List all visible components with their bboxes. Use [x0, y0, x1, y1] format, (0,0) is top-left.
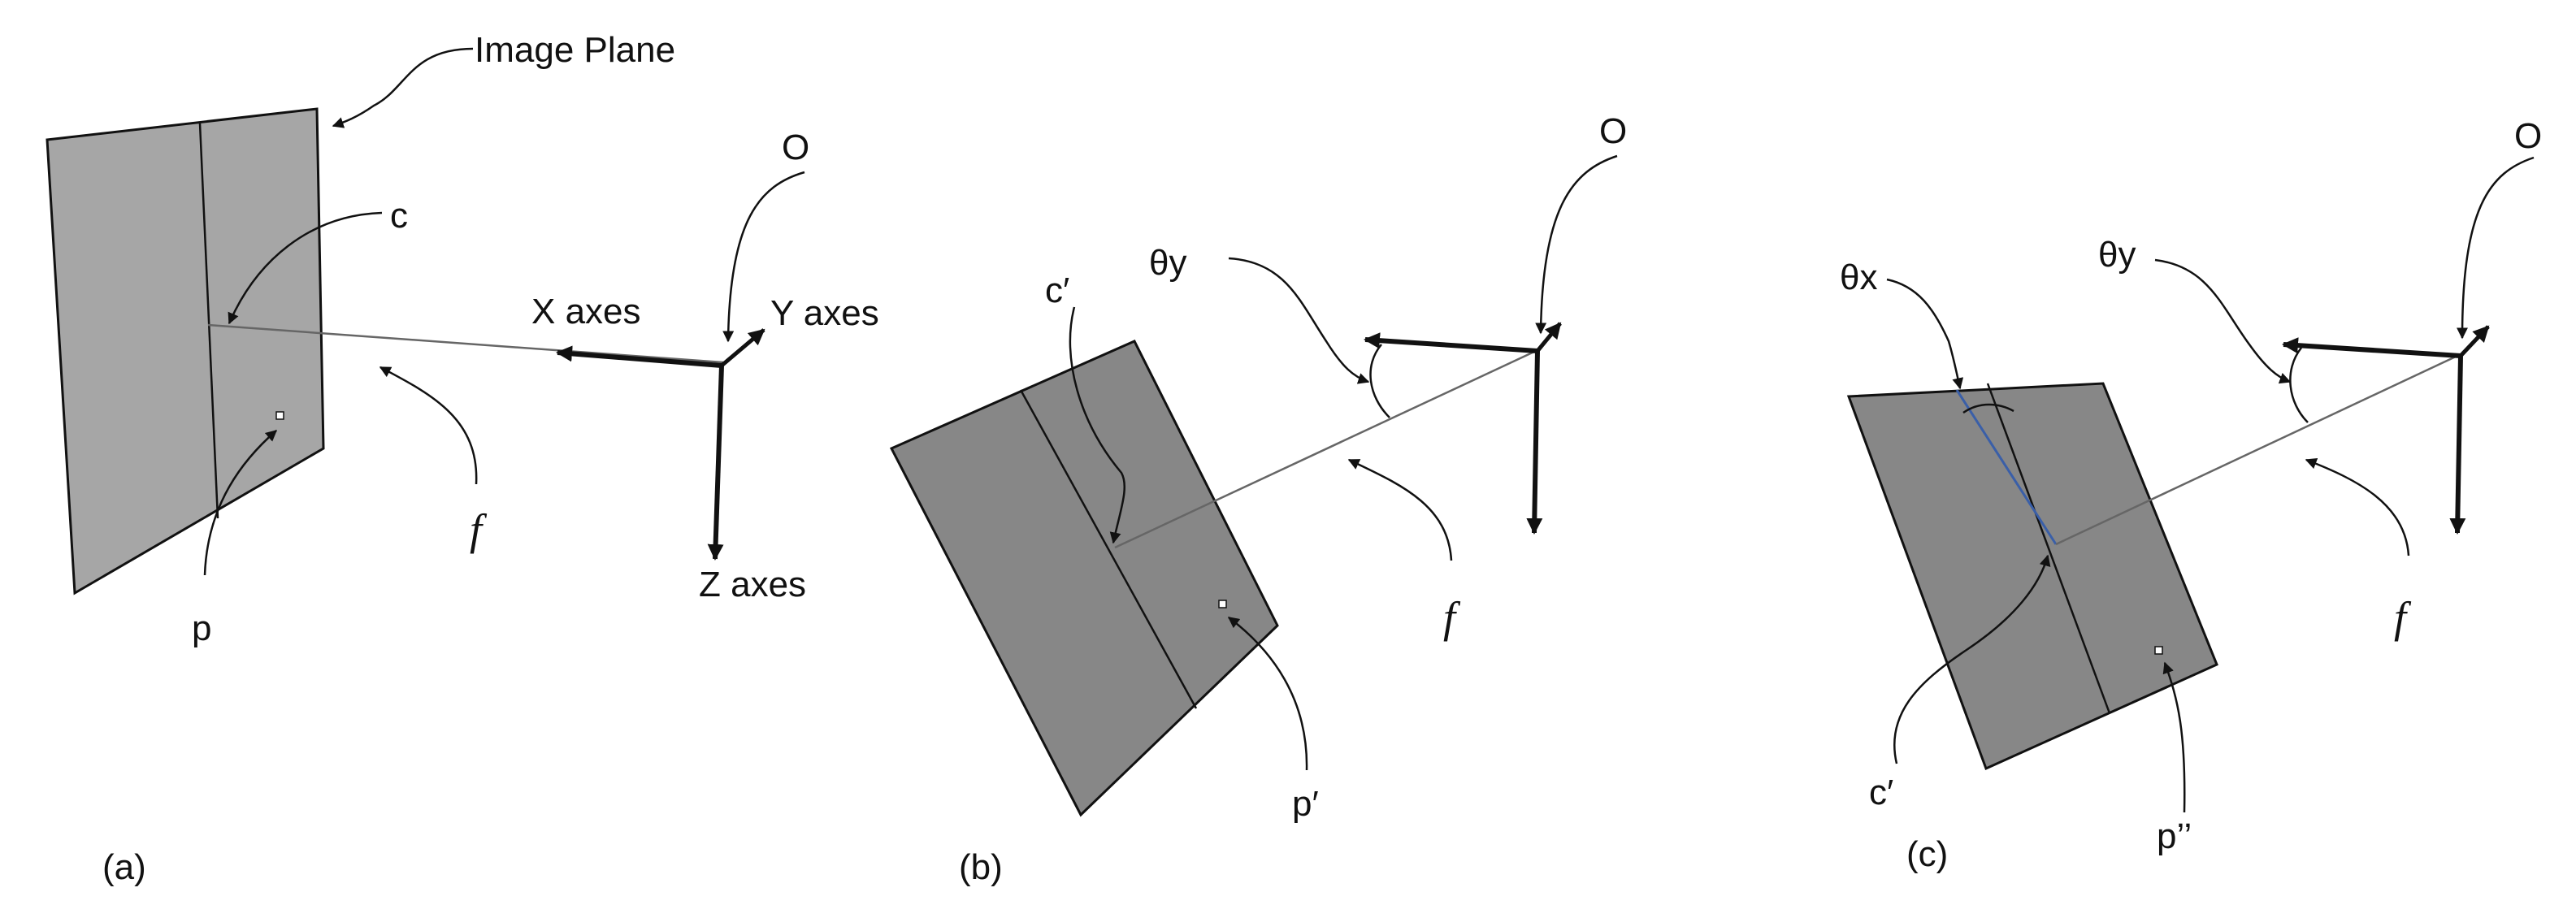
- angle-x-arc: [1962, 403, 2014, 414]
- x-axis-label: X axes: [531, 292, 641, 331]
- image-plane-callout: [332, 47, 474, 128]
- image-plane: [889, 340, 1279, 817]
- pixel-point-p-double-prime: [2154, 646, 2163, 655]
- origin-callout: [1535, 154, 1618, 335]
- focal-length-label: f: [2394, 593, 2412, 642]
- focal-callout: [1347, 458, 1453, 561]
- angle-y-callout: [1228, 257, 1370, 384]
- panel-c-label: (c): [1906, 834, 1948, 874]
- origin-label: O: [2514, 116, 2542, 156]
- angle-y-label: θy: [2098, 235, 2136, 275]
- point-p-double-prime-callout: [2162, 661, 2186, 813]
- rotated-axis-line: [1955, 389, 2058, 545]
- image-plane: [1846, 382, 2218, 771]
- origin-callout: [2457, 156, 2535, 340]
- x-axis-arrow: [2282, 337, 2461, 358]
- panel-b: θy c′ p′ f O (b): [889, 111, 1627, 887]
- camera-axes: [1364, 322, 1562, 535]
- z-axis-arrow: [707, 365, 724, 561]
- x-axis-arrow: [556, 345, 722, 368]
- x-axis-arrow: [1364, 332, 1538, 353]
- z-axis-arrow: [1526, 350, 1543, 535]
- optical-axis: [1114, 349, 1537, 549]
- angle-y-arc: [2289, 347, 2309, 423]
- center-c-callout: [228, 211, 383, 325]
- focal-callout: [2305, 458, 2410, 556]
- center-c-label: c: [390, 196, 408, 236]
- origin-callout: [722, 171, 805, 343]
- point-p-callout: [203, 430, 278, 576]
- z-axis-arrow: [2449, 355, 2466, 535]
- panel-b-label: (b): [959, 847, 1003, 887]
- angle-x-callout: [1886, 278, 1964, 390]
- optical-axis: [2055, 354, 2458, 546]
- image-plane-center-line: [1019, 389, 1198, 709]
- point-p-prime-callout: [1227, 617, 1308, 771]
- panel-a: Image Plane c p f O X axes Y axes Z axes…: [46, 30, 879, 887]
- y-axis-arrow: [720, 328, 765, 367]
- y-axis-label: Y axes: [770, 293, 879, 333]
- panel-a-label: (a): [102, 847, 146, 887]
- origin-label: O: [782, 128, 809, 167]
- center-c-prime-label: c′: [1869, 773, 1893, 812]
- focal-length-label: f: [1443, 593, 1461, 642]
- point-p-prime-label: p′: [1292, 784, 1319, 824]
- pixel-point-p-prime: [1218, 600, 1227, 608]
- point-p-label: p: [192, 608, 211, 648]
- center-c-prime-callout: [1893, 554, 2051, 764]
- image-plane-vertical-line: [198, 123, 219, 519]
- pixel-point-p: [275, 411, 284, 420]
- y-axis-arrow: [2459, 325, 2490, 357]
- center-c-prime-callout: [1069, 306, 1126, 544]
- camera-axes: [2282, 325, 2490, 535]
- image-plane-center-line: [1986, 383, 2111, 714]
- camera-axes: [556, 328, 765, 561]
- origin-label: O: [1599, 111, 1627, 151]
- image-plane-label: Image Plane: [475, 30, 675, 70]
- panel-c: θx θy c′ p’’ f O (c): [1840, 116, 2542, 874]
- z-axis-label: Z axes: [699, 565, 806, 604]
- image-plane: [46, 107, 325, 595]
- angle-y-arc: [1369, 344, 1390, 418]
- y-axis-arrow: [1536, 322, 1562, 353]
- focal-callout: [379, 366, 478, 485]
- center-c-prime-label: c′: [1045, 271, 1069, 310]
- point-p-double-prime-label: p’’: [2157, 816, 2192, 856]
- angle-y-callout: [2154, 258, 2292, 384]
- focal-length-label: f: [470, 505, 488, 554]
- angle-y-label: θy: [1149, 243, 1186, 283]
- optical-axis: [207, 323, 724, 364]
- angle-x-label: θx: [1840, 258, 1877, 297]
